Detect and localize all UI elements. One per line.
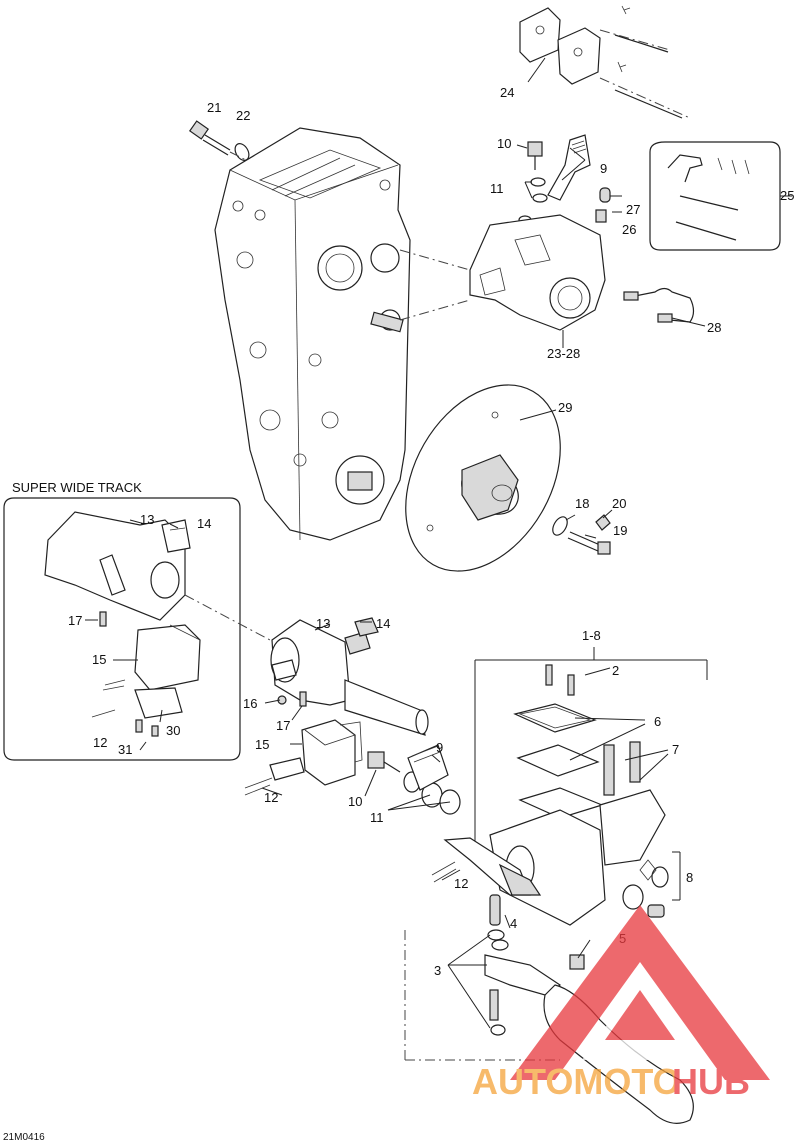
label-1-8: 1-8 (582, 628, 601, 643)
label-31: 31 (118, 742, 132, 757)
automotohub-watermark: AUTOMOTO HUB (472, 905, 770, 1102)
label-17-main: 17 (276, 718, 290, 733)
label-4: 4 (510, 916, 517, 931)
bolt-washer-21-22 (188, 120, 271, 173)
label-10-top: 10 (497, 136, 511, 151)
super-wide-track-inset (3, 497, 271, 761)
label-14-main: 14 (376, 616, 390, 631)
hose-bracket (623, 287, 706, 327)
label-7: 7 (672, 742, 679, 757)
brake-pads-assembly (519, 5, 691, 119)
label-2: 2 (612, 663, 619, 678)
label-15-inset: 15 (92, 652, 106, 667)
label-27: 27 (626, 202, 640, 217)
label-30: 30 (166, 723, 180, 738)
label-20: 20 (612, 496, 626, 511)
label-17-inset: 17 (68, 613, 82, 628)
label-9-top: 9 (600, 161, 607, 176)
label-21: 21 (207, 100, 221, 115)
caliper-fittings-top (518, 134, 611, 225)
sensor-housing-13 (270, 617, 429, 736)
label-11-top: 11 (490, 181, 504, 196)
label-12-middle: 12 (264, 790, 278, 805)
watermark-text-hub: HUB (672, 1061, 750, 1102)
fittings-lower (367, 744, 461, 815)
brake-caliper (469, 214, 606, 348)
watermark-triangle-icon (510, 905, 770, 1080)
label-13-main: 13 (316, 616, 330, 631)
sensor-15 (244, 719, 363, 796)
label-11-lower: 11 (370, 810, 384, 825)
label-24: 24 (500, 85, 514, 100)
label-13-inset: 13 (140, 512, 154, 527)
label-12-right: 12 (454, 876, 468, 891)
label-29: 29 (558, 400, 572, 415)
label-3: 3 (434, 963, 441, 978)
label-18: 18 (575, 496, 589, 511)
label-23-28: 23-28 (547, 346, 580, 361)
chaincase-housing (214, 127, 471, 541)
label-19: 19 (613, 523, 627, 538)
super-wide-track-title: SUPER WIDE TRACK (12, 480, 142, 495)
disc-hardware-18-20 (552, 514, 611, 555)
label-26: 26 (622, 222, 636, 237)
label-9-lower: 9 (436, 740, 443, 755)
leader-lines (85, 144, 622, 811)
label-6: 6 (654, 714, 661, 729)
figure-code: 21M0416 (3, 1132, 45, 1143)
brake-disc (405, 384, 561, 572)
label-28: 28 (707, 320, 721, 335)
label-25: 25 (780, 188, 794, 203)
label-14-inset: 14 (197, 516, 211, 531)
label-12-inset: 12 (93, 735, 107, 750)
label-22: 22 (236, 108, 250, 123)
watermark-text-automoto: AUTOMOTO (472, 1061, 681, 1102)
label-16: 16 (243, 696, 257, 711)
label-10-lower: 10 (348, 794, 362, 809)
label-8: 8 (686, 870, 693, 885)
parts-box-25 (649, 141, 792, 251)
label-15-main: 15 (255, 737, 269, 752)
